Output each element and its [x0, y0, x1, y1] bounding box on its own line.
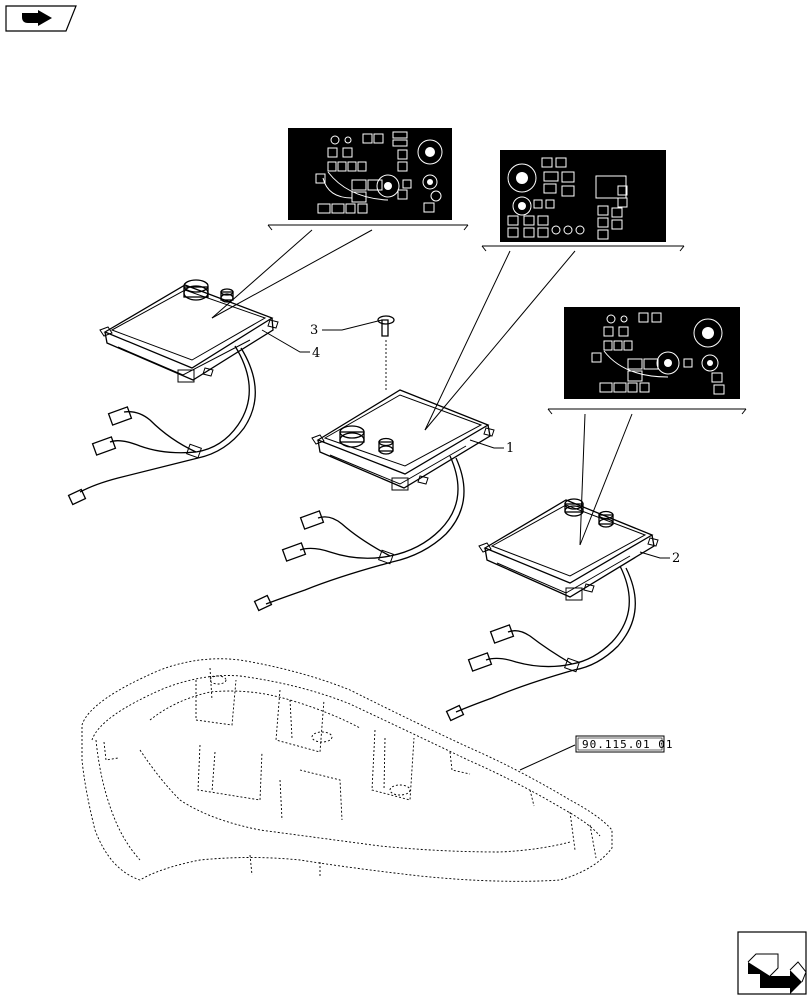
- callout-1: 1: [469, 439, 514, 456]
- callout-3-label: 3: [310, 323, 318, 338]
- callout-4-label: 4: [312, 346, 320, 361]
- label-panel-a: [211, 128, 469, 319]
- next-page-bend-arrow-icon[interactable]: [737, 931, 807, 995]
- callout-3: 3: [310, 319, 383, 338]
- control-module-4: [67, 279, 279, 506]
- console-housing: [81, 658, 613, 882]
- next-page-arrow-icon[interactable]: [5, 5, 77, 32]
- callout-4: 4: [261, 329, 320, 361]
- control-module-1: [253, 389, 495, 612]
- control-module-2: [445, 498, 659, 722]
- callout-2-label: 2: [672, 551, 680, 566]
- reference-box[interactable]: 90.115.01 01: [519, 735, 673, 771]
- screw-item-3: [377, 315, 395, 392]
- reference-box-text: 90.115.01 01: [582, 738, 673, 751]
- label-panel-b: [424, 150, 685, 431]
- callout-1-label: 1: [506, 441, 514, 456]
- callout-2: 2: [639, 551, 680, 566]
- label-panel-c: [547, 307, 747, 546]
